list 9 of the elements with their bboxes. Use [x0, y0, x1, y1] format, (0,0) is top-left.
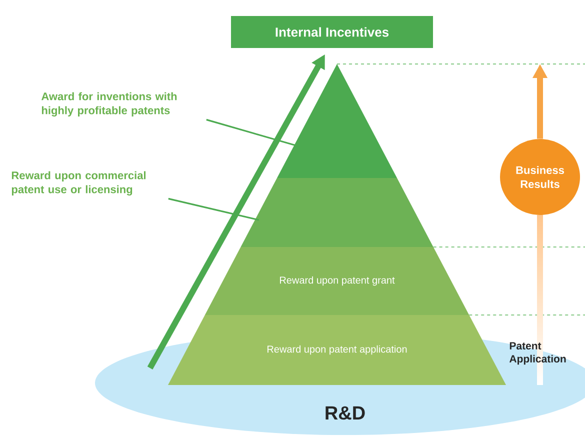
pyramid-tier: Reward upon patent application [168, 315, 506, 385]
pyramid-tier [240, 178, 434, 247]
stage-label: Patent Application [509, 342, 566, 365]
pyramid-tier: Reward upon patent grant [204, 247, 470, 315]
title-box: Internal Incentives [231, 16, 433, 48]
pyramid-tier [277, 64, 397, 178]
leader-line [168, 198, 260, 221]
callout-text: Award for inventions with highly profitable patents [41, 92, 177, 116]
callout-text: Reward upon commercial patent use or licensing [12, 171, 146, 196]
